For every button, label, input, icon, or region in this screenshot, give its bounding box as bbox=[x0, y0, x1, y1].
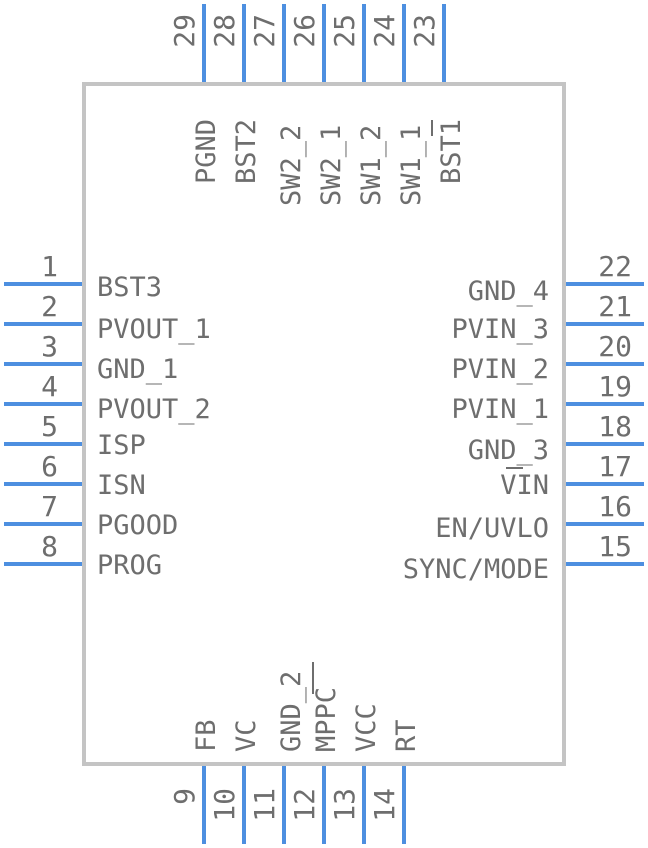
pin-name: GND_4 bbox=[468, 276, 549, 307]
ic-body bbox=[82, 82, 566, 766]
pin-name: VIN bbox=[500, 470, 549, 501]
pin-name: PVIN_3 bbox=[451, 314, 549, 345]
pin-number: 9 bbox=[168, 788, 201, 805]
pin-number: 25 bbox=[328, 14, 361, 48]
pin-name: VCC bbox=[351, 703, 382, 752]
bottom-pins: 9 10 11 12 13 14 FB VC GND_2 MPPC VCC RT bbox=[168, 662, 422, 822]
pin-name: PVIN_2 bbox=[451, 354, 549, 385]
pin-name: PVIN_1 bbox=[451, 394, 549, 425]
top-pins: 29 28 27 26 25 24 23 PGND BST2 SW2_2 SW2… bbox=[168, 14, 467, 206]
pin-name: BST1 bbox=[436, 119, 467, 184]
pin-name: BST3 bbox=[97, 272, 162, 303]
pin-name: SW2_1 bbox=[316, 125, 347, 206]
pin-number: 8 bbox=[41, 530, 58, 563]
pin-name: SYNC/MODE bbox=[403, 554, 549, 585]
pin-number: 4 bbox=[41, 370, 58, 403]
pin-number: 6 bbox=[41, 450, 58, 483]
pin-number: 10 bbox=[208, 788, 241, 822]
pin-name: PVOUT_2 bbox=[97, 394, 211, 425]
pin-name: GND_3 bbox=[468, 435, 549, 466]
pin-number: 24 bbox=[368, 14, 401, 48]
pin-name: PGND bbox=[191, 119, 222, 184]
pin-name: FB bbox=[191, 719, 222, 752]
pin-number: 22 bbox=[598, 250, 632, 283]
pin-number: 12 bbox=[288, 788, 321, 822]
pin-number: 3 bbox=[41, 330, 58, 363]
pin-number: 7 bbox=[41, 490, 58, 523]
pin-number: 17 bbox=[598, 450, 632, 483]
pin-number: 28 bbox=[208, 14, 241, 48]
pin-name: PROG bbox=[97, 550, 162, 581]
pin-number: 1 bbox=[41, 250, 58, 283]
pin-name: SW1_1 bbox=[396, 125, 427, 206]
pin-name: MPPC bbox=[311, 687, 342, 752]
pin-number: 29 bbox=[168, 14, 201, 48]
pin-number: 21 bbox=[598, 290, 632, 323]
pin-number: 11 bbox=[248, 788, 281, 822]
pin-number: 27 bbox=[248, 14, 281, 48]
pin-number: 13 bbox=[328, 788, 361, 822]
pin-name: EN/UVLO bbox=[435, 513, 549, 544]
pin-number: 16 bbox=[598, 490, 632, 523]
pin-name: GND_2 bbox=[276, 671, 307, 752]
pin-leads bbox=[4, 4, 644, 844]
pin-number: 15 bbox=[598, 530, 632, 563]
pin-name: SW1_2 bbox=[356, 125, 387, 206]
pin-name: SW2_2 bbox=[276, 125, 307, 206]
pin-number: 19 bbox=[598, 370, 632, 403]
pin-name: VC bbox=[231, 719, 262, 752]
pin-name: RT bbox=[391, 719, 422, 752]
pin-name: BST2 bbox=[231, 119, 262, 184]
pin-number: 2 bbox=[41, 290, 58, 323]
pin-name: PVOUT_1 bbox=[97, 314, 211, 345]
pin-number: 20 bbox=[598, 330, 632, 363]
right-pins: 22 21 20 19 18 17 16 15 GND_4 PVIN_3 PVI… bbox=[403, 250, 632, 585]
pin-number: 5 bbox=[41, 410, 58, 443]
pin-name: ISP bbox=[97, 430, 146, 461]
pin-name: PGOOD bbox=[97, 510, 178, 541]
pin-name: GND_1 bbox=[97, 354, 178, 385]
left-pins: 1 2 3 4 5 6 7 8 BST3 PVOUT_1 GND_1 PVOUT… bbox=[41, 250, 211, 581]
pin-number: 14 bbox=[368, 788, 401, 822]
pin-number: 18 bbox=[598, 410, 632, 443]
pin-number: 23 bbox=[408, 14, 441, 48]
pin-name: ISN bbox=[97, 470, 146, 501]
pin-number: 26 bbox=[288, 14, 321, 48]
